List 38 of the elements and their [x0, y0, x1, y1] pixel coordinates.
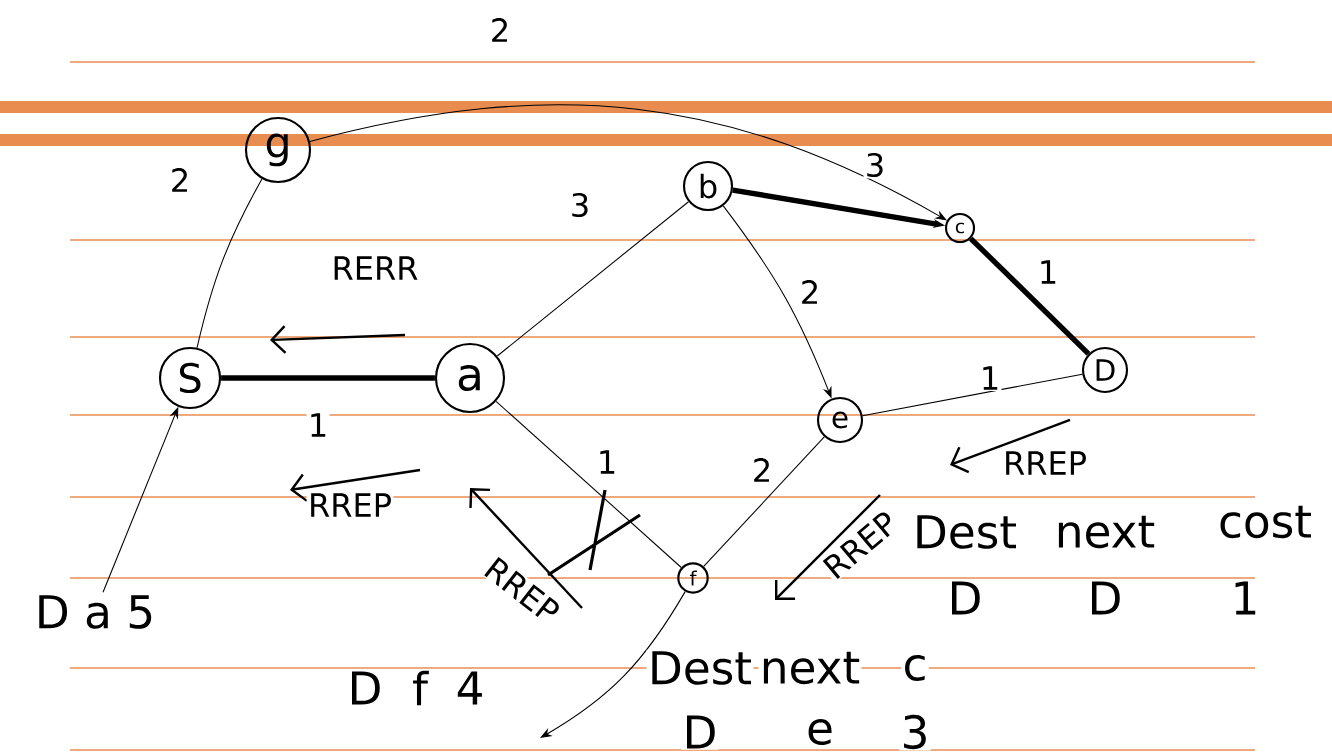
edge-label: 2: [488, 16, 512, 44]
edge-label: 1: [306, 412, 330, 438]
edge-line: [196, 178, 263, 349]
edge-label: 2: [798, 278, 822, 306]
table-cell: c: [901, 653, 929, 683]
table-cell: e: [804, 717, 836, 747]
edge-line: [862, 373, 1083, 417]
table-cell: 4: [454, 670, 486, 706]
note-text: RERR: [330, 255, 420, 281]
edge-line: [309, 104, 947, 221]
table-text: D a 5: [39, 595, 152, 629]
table-cell: D: [681, 714, 719, 750]
table-cell: next: [1053, 514, 1157, 550]
edge-line: [495, 400, 682, 569]
edge-label: 3: [568, 191, 592, 219]
table-cell: f: [410, 669, 430, 707]
edge-label: 1: [595, 449, 619, 475]
table-cell: D: [1086, 580, 1124, 616]
table-cell: next: [758, 650, 862, 686]
edge-line: [496, 201, 690, 357]
table-cell: Dest: [646, 649, 754, 687]
edge-line: [703, 436, 825, 567]
note-text: RREP: [306, 492, 394, 518]
edge-label: 2: [168, 166, 192, 194]
table-cell: D: [946, 580, 984, 616]
edge-label: 2: [750, 456, 774, 484]
table-cell: 3: [899, 713, 931, 751]
table-cell: 1: [1229, 580, 1261, 616]
table-cell: cost: [1216, 504, 1314, 540]
edge-line: [540, 591, 686, 738]
table-cell: D: [346, 670, 384, 706]
edge-line: [221, 375, 435, 381]
edge-label: 1: [978, 365, 1002, 391]
note-text: 3: [863, 151, 887, 179]
edge-label: 1: [1036, 259, 1060, 285]
note-text: RREP: [1001, 450, 1089, 476]
edge-line: [968, 236, 1091, 356]
table-cell: Dest: [911, 513, 1019, 551]
